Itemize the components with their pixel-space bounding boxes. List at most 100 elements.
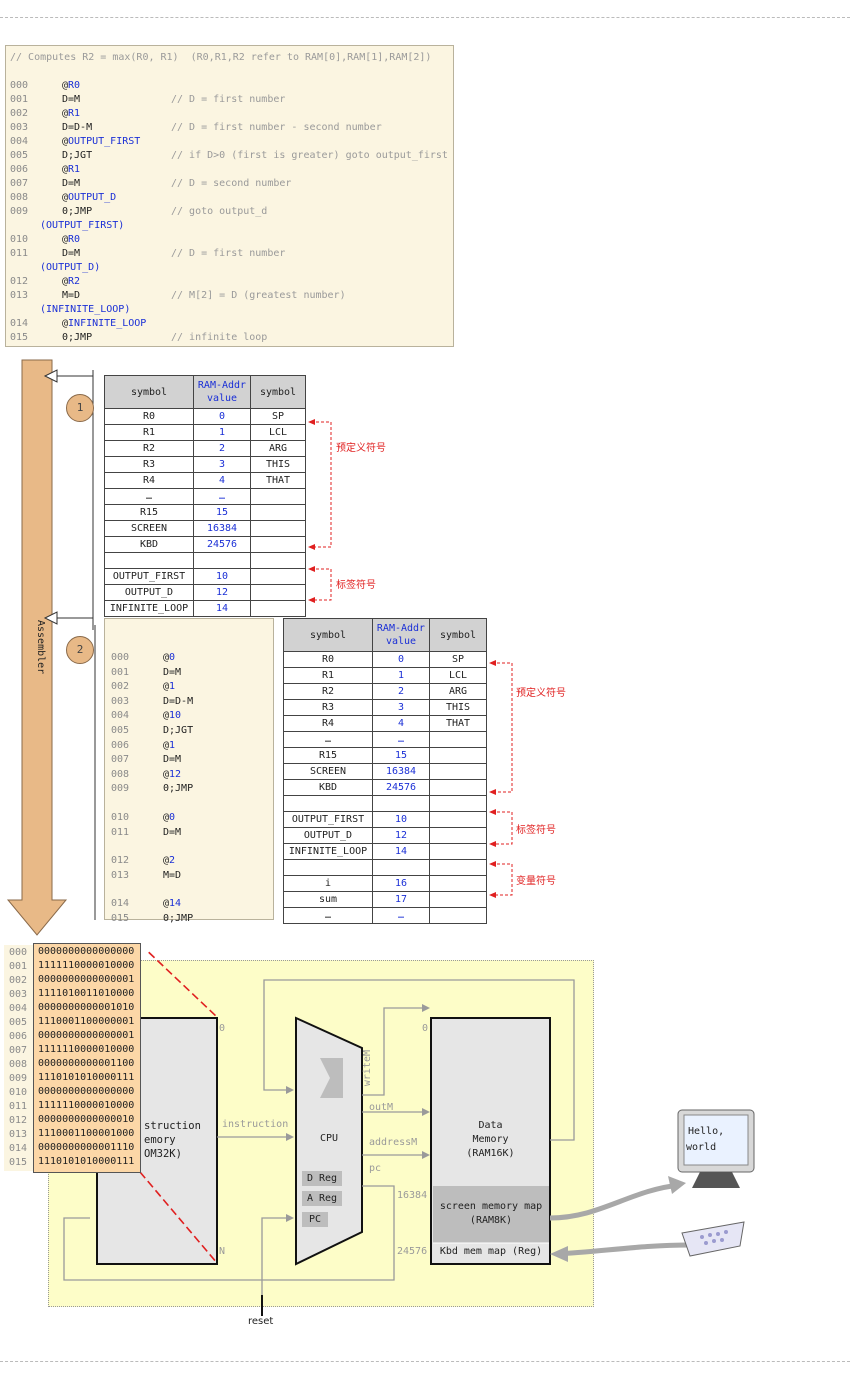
line-number: 012 xyxy=(10,276,29,287)
alias-cell xyxy=(250,536,306,553)
address-cell: 4 xyxy=(372,715,430,732)
symbol-cell: OUTPUT_FIRST xyxy=(283,811,373,828)
address-cell: 3 xyxy=(372,699,430,716)
line-number: 014 xyxy=(111,898,130,910)
address-cell: 15 xyxy=(193,504,251,521)
line-number: 004 xyxy=(111,710,130,722)
alias-cell xyxy=(250,568,306,585)
predefined-symbols-note-1: 预定义符号 xyxy=(336,443,386,454)
line-number: 002 xyxy=(111,681,130,693)
line-number: 006 xyxy=(10,164,29,175)
label-symbols-note-2: 标签符号 xyxy=(516,825,556,836)
code-comment: // D = first number xyxy=(171,248,286,259)
symbol-cell: R2 xyxy=(104,440,194,457)
symbol-ref: R2 xyxy=(68,276,81,287)
line-number: 003 xyxy=(111,695,130,707)
alias-cell xyxy=(429,875,487,892)
alias-cell xyxy=(429,811,487,828)
alias-cell xyxy=(429,843,487,860)
code-comment: // if D>0 (first is greater) goto output… xyxy=(171,150,448,161)
symbol-ref: R1 xyxy=(68,108,81,119)
address-cell: 24576 xyxy=(372,779,430,796)
alias-cell xyxy=(250,488,306,505)
binary-word: 1110101010000111 xyxy=(38,1156,135,1167)
instruction-label: instruction xyxy=(222,1119,289,1130)
address-cell: … xyxy=(372,731,430,748)
kbd-address: 24576 xyxy=(397,1246,428,1257)
address-cell: 15 xyxy=(372,747,430,764)
instruction-text: D=M xyxy=(62,94,81,105)
line-number: 009 xyxy=(111,783,130,795)
instruction-text: M=D xyxy=(62,290,81,301)
symbol-cell: OUTPUT_FIRST xyxy=(104,568,194,585)
address-cell: 0 xyxy=(372,651,430,668)
line-number: 010 xyxy=(111,812,130,823)
variable-symbols-note: 变量符号 xyxy=(516,876,556,887)
symbol-cell: R3 xyxy=(283,699,373,716)
binary-word: 1110101010000111 xyxy=(38,1072,135,1083)
alias-cell: THAT xyxy=(429,715,487,732)
code-comment: // goto output_d xyxy=(171,206,268,217)
resolved-address: 2 xyxy=(169,855,176,867)
screen-address: 16384 xyxy=(397,1190,428,1201)
binary-word: 1110001100000001 xyxy=(38,1016,135,1027)
line-number: 011 xyxy=(10,248,29,259)
alias-cell: ARG xyxy=(250,440,306,457)
binary-word: 1110001100001000 xyxy=(38,1128,135,1139)
binary-word: 1111110000010000 xyxy=(38,1044,135,1055)
line-number: 015 xyxy=(10,332,29,343)
instruction-text: @ xyxy=(163,681,170,693)
table-header-symbol-col: symbol xyxy=(283,618,373,652)
symbol-cell: R2 xyxy=(283,683,373,700)
binary-word: 0000000000000010 xyxy=(38,1114,135,1125)
outM-label: outM xyxy=(369,1102,394,1113)
instruction-text: D=M xyxy=(62,178,81,189)
pc-out-label: pc xyxy=(369,1163,382,1174)
address-cell: 2 xyxy=(372,683,430,700)
cpu-label: CPU xyxy=(320,1133,339,1144)
table-header-symbol2-col: symbol xyxy=(250,375,306,409)
resolved-address: 12 xyxy=(169,768,182,780)
alias-cell: SP xyxy=(429,651,487,668)
ram-address-zero: 0 xyxy=(422,1023,429,1034)
symbol-cell: OUTPUT_D xyxy=(283,827,373,844)
line-number: 000 xyxy=(111,652,130,663)
table-header-addr-col: RAM-Addr value xyxy=(193,375,251,409)
alias-cell: THIS xyxy=(429,699,487,716)
instruction-text: @ xyxy=(62,318,69,329)
resolved-address: 1 xyxy=(169,681,176,693)
symbol-cell: … xyxy=(104,488,194,505)
alias-cell xyxy=(429,779,487,796)
ram-title-line1: Data xyxy=(478,1120,503,1131)
line-number: 010 xyxy=(10,234,29,245)
alias-cell xyxy=(429,907,487,924)
address-cell: 12 xyxy=(372,827,430,844)
instruction-text: D;JGT xyxy=(163,725,194,736)
alias-cell xyxy=(429,747,487,764)
predefined-symbols-note-2: 预定义符号 xyxy=(516,688,566,699)
binary-word: 1111010011010000 xyxy=(38,988,135,999)
line-number: 008 xyxy=(111,768,130,780)
address-cell: 16384 xyxy=(193,520,251,537)
line-number: 005 xyxy=(111,725,130,736)
binary-word: 0000000000000001 xyxy=(38,974,135,985)
address-cell: 14 xyxy=(193,600,251,617)
pc-register: PC xyxy=(302,1212,328,1227)
instruction-text: @ xyxy=(163,710,170,722)
rom-label-line1: struction xyxy=(144,1120,201,1132)
binary-word: 0000000000001100 xyxy=(38,1058,135,1069)
line-number: 006 xyxy=(9,1031,28,1042)
instruction-text: ( xyxy=(40,262,47,273)
instruction-text: D=M xyxy=(163,754,182,766)
address-cell: 16 xyxy=(372,875,430,892)
symbol-cell: R1 xyxy=(104,424,194,441)
address-cell: 3 xyxy=(193,456,251,473)
address-cell: 12 xyxy=(193,584,251,601)
